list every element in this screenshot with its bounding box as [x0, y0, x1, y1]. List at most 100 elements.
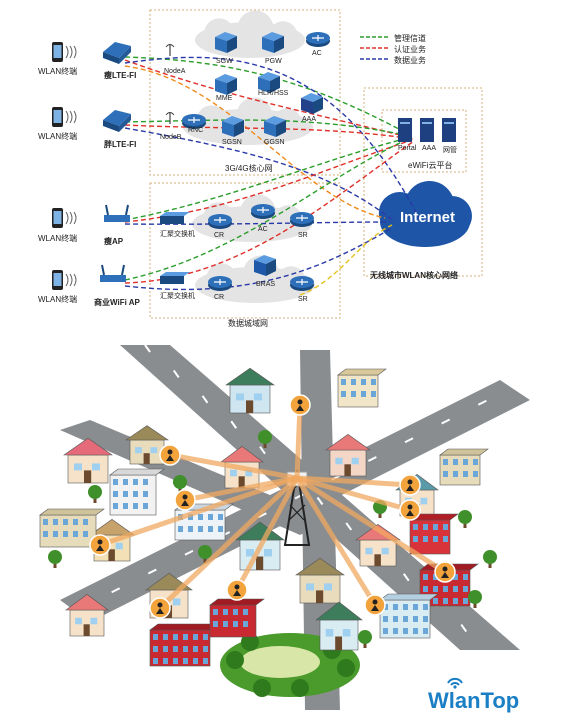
user-icon-head-2 — [182, 494, 188, 500]
terminal-label-1: WLAN终端 — [38, 67, 78, 76]
building-right-1 — [409, 513, 459, 555]
user-icon-head-3 — [97, 539, 103, 545]
building-right-1-win-0-1 — [423, 524, 428, 530]
server-rack-icon-3 — [442, 118, 456, 142]
phone-icon-2-wave-2 — [73, 110, 77, 124]
building-left-1-win-1-2 — [133, 491, 138, 497]
building-center-1-win-1-0 — [178, 526, 183, 532]
tree-5 — [458, 510, 472, 528]
phone-icon-3-wave-0 — [65, 211, 69, 225]
user-icon-body-4 — [233, 590, 241, 596]
building-right-1-win-1-3 — [443, 536, 448, 542]
building-right-2-win-1-1 — [433, 586, 438, 592]
server-icon-ggsn-left — [264, 121, 276, 137]
house-1 — [225, 367, 275, 414]
node-label-cr-2: CR — [214, 294, 225, 301]
user-icon-head-9 — [407, 504, 413, 510]
server-rack-body-3 — [442, 118, 456, 142]
tree-3 — [198, 545, 212, 563]
server-label-nms: 网管 — [443, 147, 457, 154]
user-badge-5 — [149, 597, 171, 619]
house-2-door — [84, 470, 92, 483]
user-badge-6 — [364, 594, 386, 616]
server-icon-hlr — [258, 72, 280, 93]
legend-label-data: 数据业务 — [394, 56, 426, 65]
server-rack-icon-1 — [398, 118, 412, 142]
user-icon-body-8 — [406, 485, 414, 491]
building-bottom-3-win-1-2 — [403, 616, 408, 622]
house-13-window-r — [342, 629, 351, 637]
node-label-sgw: SGW — [216, 58, 233, 65]
switch-icon-1-top — [160, 212, 190, 216]
building-top-1-win-0-0 — [341, 379, 346, 385]
building-bottom-1-win-0-0 — [153, 634, 158, 640]
terminal-label-3: WLAN终端 — [38, 234, 78, 243]
device-label-fat-ltefi: 胖LTE-FI — [104, 140, 137, 149]
signal-beam-3 — [99, 475, 298, 548]
house-4-roof — [325, 434, 371, 451]
building-bottom-1-win-1-1 — [163, 646, 168, 652]
user-icon-body-3 — [96, 545, 104, 551]
road-dash-a-1 — [172, 369, 180, 378]
building-top-1-win-0-2 — [361, 379, 366, 385]
building-bottom-3-win-2-0 — [383, 628, 388, 634]
flow-line-7 — [124, 127, 396, 223]
house-1-roof — [225, 367, 275, 386]
ewifi-title: eWiFi云平台 — [408, 161, 453, 170]
building-top-1 — [337, 368, 387, 408]
building-left-1-win-2-1 — [123, 503, 128, 509]
ltefi-icon-2-top — [103, 110, 131, 126]
tree-8 — [358, 630, 372, 648]
building-bottom-3-win-1-4 — [423, 616, 428, 622]
building-bottom-3-win-2-4 — [423, 628, 428, 634]
user-badge-4 — [226, 579, 248, 601]
house-4-window-r — [351, 457, 359, 465]
road-dash-b-11 — [477, 399, 487, 406]
building-bottom-1-win-1-5 — [203, 646, 208, 652]
node-label-sr-2: SR — [298, 296, 308, 303]
switch-icon-1-side — [160, 216, 184, 224]
tree-1 — [88, 485, 102, 503]
road-dash-a-4 — [259, 446, 266, 455]
server-icon-aaa-core — [301, 93, 323, 114]
node-label-agg-switch-1: 汇聚交换机 — [160, 231, 195, 238]
building-far-right-win-1-1 — [453, 471, 458, 477]
building-bottom-2-win-1-3 — [243, 621, 248, 627]
node-label-ggsn: GGSN — [264, 139, 285, 146]
road-dash-a-9 — [402, 573, 410, 582]
signal-beam-5 — [158, 476, 299, 610]
building-bottom-1-win-0-5 — [203, 634, 208, 640]
ltefi-icon-1-side — [103, 52, 119, 64]
building-bottom-1-win-0-4 — [193, 634, 198, 640]
building-bottom-1-win-0-2 — [173, 634, 178, 640]
phone-icon-1-screen — [53, 45, 62, 58]
router-icon-ac-core — [306, 32, 330, 47]
building-left-2-win-0-2 — [63, 519, 68, 525]
node-label-bras: BRAS — [256, 281, 276, 288]
router-icon-sr-1 — [290, 212, 314, 227]
ewifi-box — [381, 109, 467, 173]
building-bottom-1-win-2-2 — [173, 658, 178, 664]
building-center-1-win-1-3 — [208, 526, 213, 532]
house-3-window-l — [135, 447, 142, 454]
internet-label: Internet — [400, 209, 456, 226]
wifi-signal-icon — [447, 677, 463, 689]
house-9-roof — [295, 557, 345, 576]
flow-line-14 — [299, 224, 393, 296]
server-icon-pgw-left — [262, 37, 274, 53]
node-label-aaa-core: AAA — [302, 116, 317, 123]
building-right-1-win-0-2 — [433, 524, 438, 530]
building-center-1-win-1-2 — [198, 526, 203, 532]
road-dash-a-0 — [144, 344, 151, 353]
building-left-2-win-1-3 — [73, 531, 78, 537]
building-bottom-1-win-0-1 — [163, 634, 168, 640]
house-4-door — [344, 464, 351, 476]
building-left-1-win-0-2 — [133, 479, 138, 485]
house-6-door — [238, 476, 245, 488]
building-bottom-1-win-1-4 — [193, 646, 198, 652]
building-center-1-win-0-3 — [208, 514, 213, 520]
building-bottom-3-win-1-3 — [413, 616, 418, 622]
user-icon-head-1 — [167, 449, 173, 455]
house-3 — [125, 425, 169, 465]
